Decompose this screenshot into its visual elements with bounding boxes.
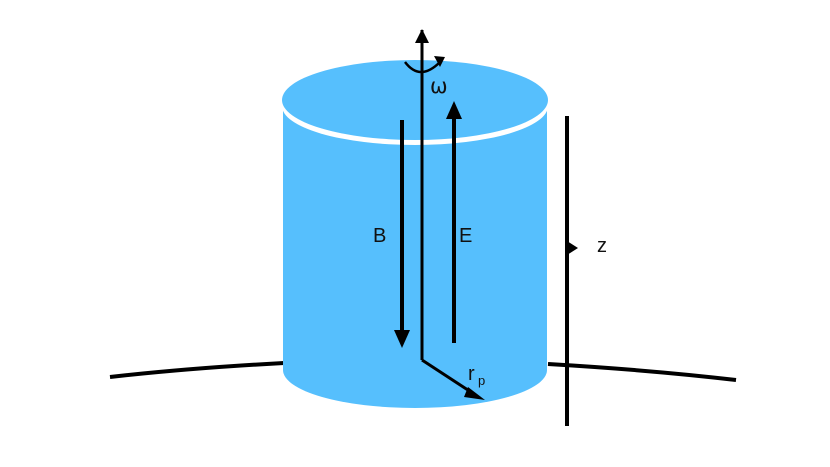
surface-curve-left [109,361,285,379]
cylinder-top [282,60,548,140]
electric-field-arrowhead [446,101,462,119]
rotation-arc-arrowhead [434,56,445,67]
magnetic-field-arrowhead [394,330,410,348]
electric-field-label: E [459,225,472,247]
magnetic-field-label: B [373,225,386,247]
radius-vector [421,358,475,396]
rotation-axis-arrowhead [415,29,429,43]
surface-curve-right [547,362,737,382]
radius-label: r [468,363,475,385]
z-axis-tick-arrow [567,241,578,255]
radius-vector-arrowhead [464,387,485,400]
radius-subscript-label: p [478,373,485,388]
cylinder-body [283,100,547,408]
rotation-arc [404,61,441,74]
z-axis-label: z [597,235,607,257]
omega-label: ω [430,74,448,98]
cylinder [282,60,548,408]
